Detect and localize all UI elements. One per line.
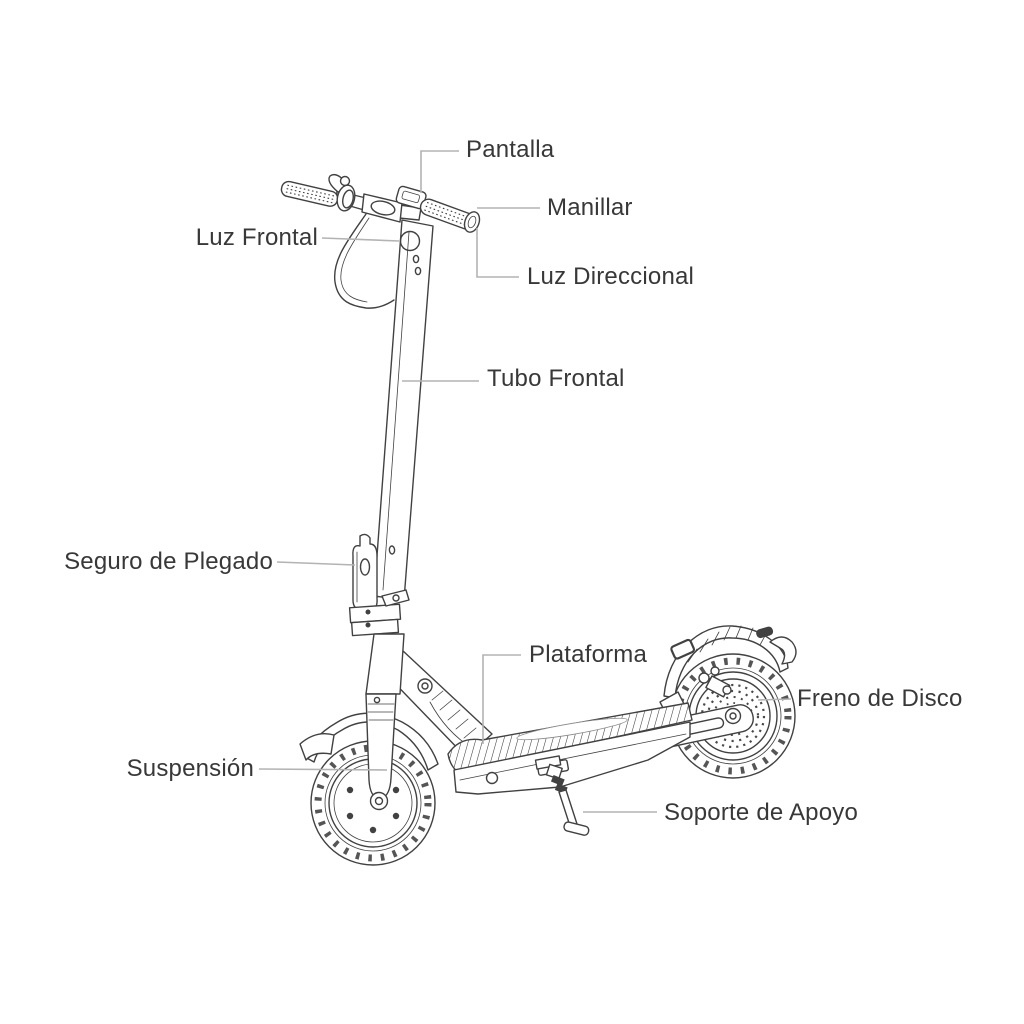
brake-caliper (698, 666, 732, 698)
left-grip-collar (336, 184, 356, 212)
front-fender (299, 712, 439, 771)
label-luz-frontal: Luz Frontal (195, 223, 318, 251)
label-plataforma: Plataforma (529, 640, 648, 668)
right-grip-endcap (463, 211, 481, 233)
label-seguro-de-plegado: Seguro de Plegado (64, 547, 273, 575)
label-pantalla: Pantalla (466, 135, 555, 163)
leader-luz-frontal (321, 237, 400, 242)
label-freno-de-disco: Freno de Disco (797, 684, 963, 712)
label-manillar: Manillar (547, 193, 633, 221)
leader-pantalla (420, 150, 459, 193)
front-suspension-fork (365, 693, 397, 811)
fender-tail (769, 636, 797, 665)
leader-freno-de-disco (757, 698, 792, 701)
deck-slot (516, 717, 628, 741)
leader-plataforma (482, 654, 521, 744)
leader-luz-direccional (476, 228, 519, 278)
leader-seguro-de-plegado (276, 561, 356, 566)
brake-cable (333, 213, 395, 309)
folding-lock (348, 533, 410, 637)
label-soporte-de-apoyo: Soporte de Apoyo (664, 798, 859, 826)
tail-light (756, 626, 774, 639)
fender-flap (299, 732, 335, 761)
leader-lines (258, 150, 792, 813)
label-tubo-frontal: Tubo Frontal (487, 364, 625, 392)
label-luz-direccional: Luz Direccional (527, 262, 695, 290)
leader-suspension (258, 768, 388, 771)
steering-column (365, 633, 405, 695)
handlebar (280, 173, 481, 233)
label-suspension: Suspensión (126, 754, 254, 782)
front-tube (373, 219, 434, 601)
stem-bolts (388, 254, 422, 555)
kickstand (534, 755, 590, 836)
stem-clamp (361, 193, 403, 223)
reflector (670, 638, 696, 660)
front-light (399, 230, 421, 252)
